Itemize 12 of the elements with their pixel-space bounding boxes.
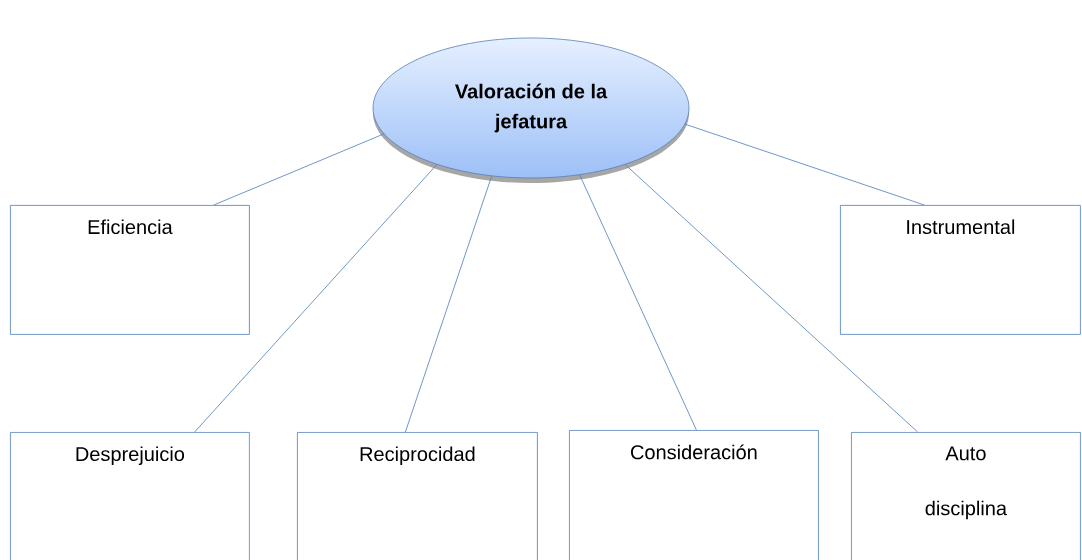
connector-line — [624, 164, 919, 433]
text-box: Desprejuicio — [10, 432, 250, 560]
connector-line — [404, 175, 493, 433]
text-box: Consideración — [569, 430, 819, 560]
text-box: Reciprocidad — [297, 432, 538, 560]
connector-line — [684, 123, 925, 206]
connector-line — [579, 174, 697, 431]
text-box: Auto disciplina — [851, 432, 1081, 560]
connector-line — [213, 133, 385, 206]
connector-line — [194, 164, 438, 433]
text-box: Instrumental — [840, 205, 1081, 335]
text-box: Eficiencia — [10, 205, 250, 335]
